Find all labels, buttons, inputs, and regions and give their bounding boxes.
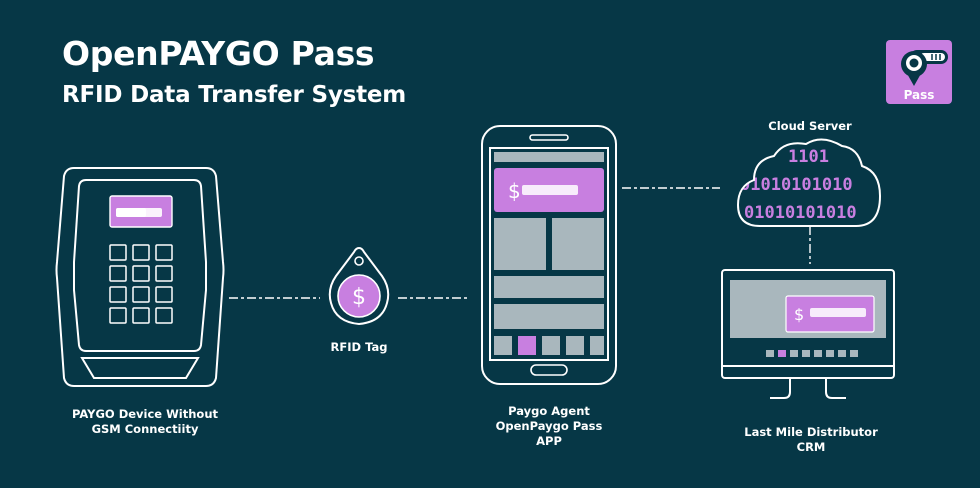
crm-dollar-icon: $: [794, 305, 804, 324]
page-subtitle: RFID Data Transfer System: [62, 82, 407, 108]
smartphone-icon: $: [481, 125, 617, 385]
app-caption-line: APP: [536, 434, 562, 448]
computer-monitor-icon: $: [721, 269, 895, 399]
device-caption: PAYGO Device Without GSM Connectiity: [60, 407, 230, 437]
rfid-tag-icon: $: [328, 246, 390, 326]
svg-text:01010101010: 01010101010: [740, 175, 853, 195]
cloud-caption: Cloud Server: [750, 119, 870, 134]
cloud-server-icon: 1101 01010101010 01010101010: [736, 138, 882, 227]
crm-caption: Last Mile Distributor CRM: [726, 425, 896, 455]
rfid-dollar-icon: $: [352, 285, 366, 310]
app-icon-label: Pass: [903, 88, 935, 102]
page-title: OpenPAYGO Pass: [62, 34, 375, 73]
openpaygo-pass-app-icon: [886, 40, 952, 104]
crm-caption-line: CRM: [796, 440, 826, 454]
app-caption-line: Paygo Agent: [508, 404, 590, 418]
crm-caption-line: Last Mile Distributor: [744, 425, 878, 439]
device-caption-line: GSM Connectiity: [91, 422, 199, 436]
svg-text:01010101010: 01010101010: [744, 203, 857, 223]
rfid-caption-line: RFID Tag: [330, 340, 388, 354]
svg-text:1101: 1101: [788, 147, 829, 167]
cloud-caption-line: Cloud Server: [768, 119, 852, 133]
phone-dollar-icon: $: [508, 179, 521, 203]
app-caption: Paygo Agent OpenPaygo Pass APP: [474, 404, 624, 449]
paygo-device-icon: [55, 167, 225, 387]
rfid-caption: RFID Tag: [314, 340, 404, 355]
device-caption-line: PAYGO Device Without: [71, 407, 219, 421]
app-caption-line: OpenPaygo Pass: [495, 419, 603, 433]
